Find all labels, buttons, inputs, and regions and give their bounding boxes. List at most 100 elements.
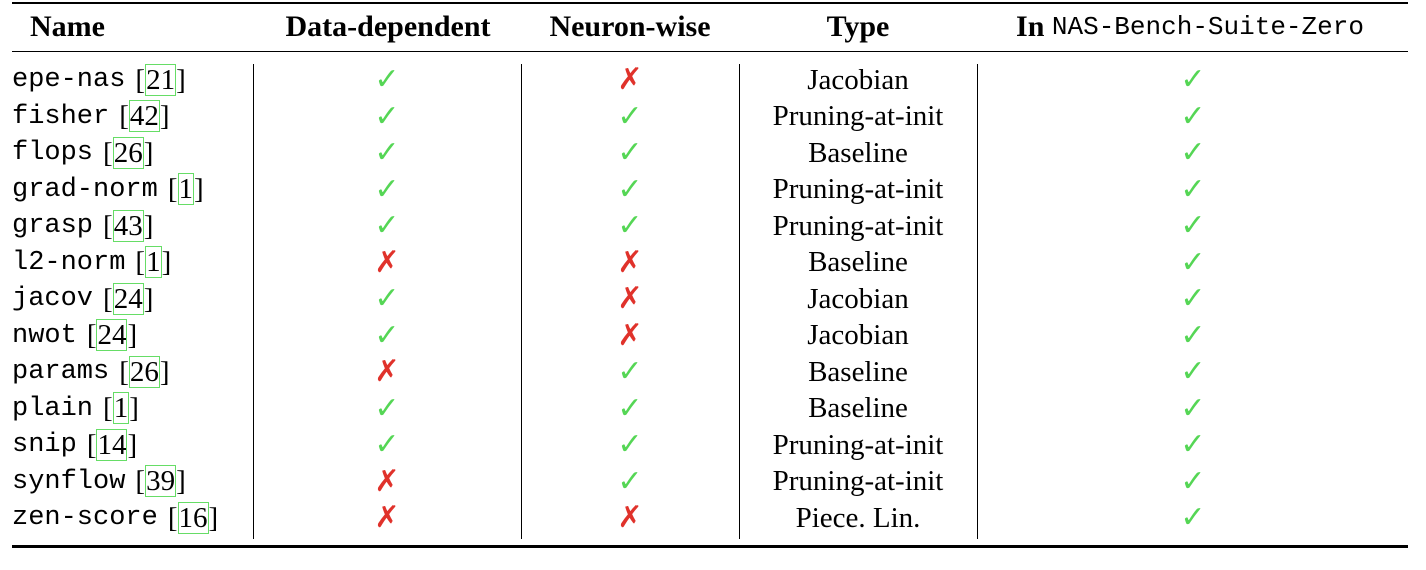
citation-number[interactable]: 21 — [145, 63, 177, 96]
type-label: Jacobian — [807, 282, 909, 315]
cell-in-suite: ✓ — [978, 62, 1408, 98]
cell-name: nwot[24] — [12, 318, 252, 354]
cell-neuron-wise: ✓ — [522, 354, 738, 390]
citation-number[interactable]: 1 — [145, 246, 162, 278]
cell-data-dependent: ✗ — [254, 245, 520, 281]
type-label: Baseline — [808, 136, 908, 169]
header-suite-name: NAS-Bench-Suite-Zero — [1051, 12, 1364, 42]
citation-number[interactable]: 42 — [128, 100, 160, 132]
cell-type: Pruning-at-init — [740, 99, 976, 135]
citation-number[interactable]: 24 — [112, 282, 144, 315]
cell-type: Jacobian — [740, 318, 976, 354]
header-type: Type — [740, 6, 976, 48]
citation[interactable]: [26] — [103, 136, 154, 169]
citation-number[interactable]: 26 — [112, 136, 144, 169]
header-neuron-wise: Neuron-wise — [520, 6, 740, 48]
citation[interactable]: [1] — [167, 173, 204, 205]
cell-name: synflow[39] — [12, 464, 252, 500]
cell-data-dependent: ✓ — [254, 391, 520, 427]
citation[interactable]: [1] — [135, 246, 172, 278]
header-name: Name — [30, 6, 150, 48]
metric-name: zen-score — [12, 503, 158, 533]
citation[interactable]: [16] — [167, 501, 219, 534]
citation-number[interactable]: 39 — [145, 465, 177, 497]
citation-number[interactable]: 16 — [177, 501, 209, 534]
cell-type: Piece. Lin. — [740, 500, 976, 536]
citation[interactable]: [24] — [86, 319, 138, 351]
cell-neuron-wise: ✓ — [522, 172, 738, 208]
cross-icon: ✗ — [617, 500, 643, 535]
cell-name: fisher[42] — [12, 99, 252, 135]
cell-neuron-wise: ✓ — [522, 427, 738, 463]
checkmark-icon: ✓ — [374, 390, 400, 426]
citation-number[interactable]: 1 — [177, 173, 194, 205]
citation-number[interactable]: 26 — [128, 355, 160, 388]
cell-data-dependent: ✓ — [254, 99, 520, 135]
citation[interactable]: [14] — [86, 428, 138, 461]
citation[interactable]: [42] — [119, 100, 170, 132]
metric-name: grasp — [12, 211, 94, 241]
citation-number[interactable]: 14 — [96, 428, 128, 461]
citation[interactable]: [43] — [103, 209, 154, 242]
checkmark-icon: ✓ — [1180, 281, 1206, 316]
cell-name: jacov[24] — [12, 281, 252, 317]
cross-icon: ✗ — [374, 500, 400, 535]
type-label: Baseline — [808, 355, 908, 388]
type-label: Baseline — [808, 246, 908, 278]
table-row: grad-norm[1]✓✓Pruning-at-init✓ — [0, 172, 1426, 208]
cell-in-suite: ✓ — [978, 208, 1408, 244]
table-header-rule — [12, 51, 1408, 52]
cell-type: Pruning-at-init — [740, 208, 976, 244]
table-row: l2-norm[1]✗✗Baseline✓ — [0, 245, 1426, 281]
cell-type: Pruning-at-init — [740, 172, 976, 208]
checkmark-icon: ✓ — [374, 317, 400, 353]
checkmark-icon: ✓ — [617, 135, 643, 170]
cell-neuron-wise: ✓ — [522, 391, 738, 427]
header-in-prefix: In — [1016, 10, 1045, 43]
table-row: fisher[42]✓✓Pruning-at-init✓ — [0, 99, 1426, 135]
checkmark-icon: ✓ — [617, 98, 643, 134]
type-label: Pruning-at-init — [772, 173, 944, 205]
cell-data-dependent: ✗ — [254, 354, 520, 390]
citation[interactable]: [21] — [135, 63, 186, 96]
checkmark-icon: ✓ — [374, 98, 400, 134]
metric-name: snip — [12, 430, 77, 460]
citation-number[interactable]: 1 — [112, 392, 130, 424]
citation[interactable]: [26] — [119, 355, 170, 388]
header-data-dependent: Data-dependent — [260, 6, 516, 48]
column-divider-2 — [521, 64, 522, 539]
table-row: flops[26]✓✓Baseline✓ — [0, 135, 1426, 171]
citation-number[interactable]: 24 — [96, 319, 128, 351]
cell-data-dependent: ✓ — [254, 427, 520, 463]
cell-neuron-wise: ✓ — [522, 208, 738, 244]
cell-type: Pruning-at-init — [740, 464, 976, 500]
checkmark-icon: ✓ — [1180, 135, 1206, 170]
cell-neuron-wise: ✗ — [522, 318, 738, 354]
cell-name: plain[1] — [12, 391, 252, 427]
cell-neuron-wise: ✓ — [522, 135, 738, 171]
type-label: Pruning-at-init — [772, 100, 944, 132]
cell-in-suite: ✓ — [978, 500, 1408, 536]
cell-neuron-wise: ✓ — [522, 99, 738, 135]
citation[interactable]: [1] — [103, 392, 139, 424]
cell-data-dependent: ✓ — [254, 135, 520, 171]
citation[interactable]: [39] — [135, 465, 186, 497]
type-label: Pruning-at-init — [772, 428, 944, 461]
cell-data-dependent: ✗ — [254, 500, 520, 536]
citation[interactable]: [24] — [103, 282, 154, 315]
cell-in-suite: ✓ — [978, 427, 1408, 463]
table-top-rule — [12, 2, 1408, 4]
cross-icon: ✗ — [617, 317, 643, 353]
cell-name: params[26] — [12, 354, 252, 390]
metric-name: l2-norm — [12, 247, 126, 278]
cell-name: epe-nas [21] — [12, 62, 252, 98]
table-row: jacov[24]✓✗Jacobian✓ — [0, 281, 1426, 317]
cell-data-dependent: ✓ — [254, 281, 520, 317]
table-row: nwot[24]✓✗Jacobian✓ — [0, 318, 1426, 354]
metric-name: epe-nas — [12, 65, 126, 95]
checkmark-icon: ✓ — [1180, 354, 1206, 389]
citation-number[interactable]: 43 — [112, 209, 144, 242]
table-row: grasp[43]✓✓Pruning-at-init✓ — [0, 208, 1426, 244]
header-neuron-wise-label: Neuron-wise — [549, 10, 711, 43]
header-name-label: Name — [30, 10, 105, 43]
